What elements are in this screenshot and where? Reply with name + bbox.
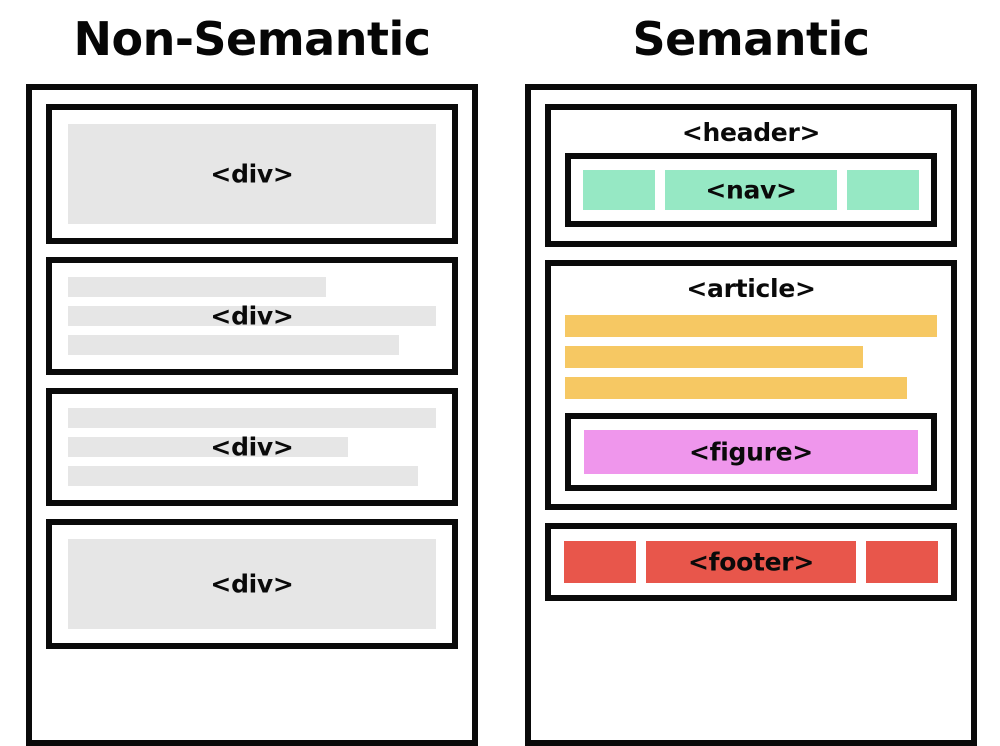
div-block-1: <div> — [46, 104, 458, 244]
article-bar-3 — [565, 377, 908, 399]
div-block-3-bar-1 — [68, 408, 436, 428]
article-bar-2 — [565, 346, 863, 368]
nav-chip-2 — [665, 170, 837, 210]
footer-chip-2 — [646, 541, 856, 583]
non-semantic-title: Non-Semantic — [73, 12, 431, 66]
header-block: <header> <nav> — [545, 104, 957, 247]
div-block-2-bar-1 — [68, 277, 326, 297]
article-tag: <article> — [686, 274, 816, 303]
nav-block: <nav> — [565, 153, 937, 227]
figure-block: <figure> — [565, 413, 937, 491]
div-block-3: <div> — [46, 388, 458, 506]
nav-chip-1 — [583, 170, 655, 210]
nav-chip-3 — [847, 170, 919, 210]
div-block-4: <div> — [46, 519, 458, 649]
div-block-3-bar-3 — [68, 466, 418, 486]
left-frame-spacer — [46, 662, 458, 726]
article-block: <article> <figure> — [545, 260, 957, 510]
footer-chip-3 — [866, 541, 938, 583]
non-semantic-page-frame: <div> <div> <div> <div> — [26, 84, 478, 746]
semantic-column: Semantic <header> <nav> <article> — [525, 0, 977, 746]
div-block-2-bar-2 — [68, 306, 436, 326]
div-block-4-fill — [68, 539, 436, 629]
footer-chip-1 — [564, 541, 636, 583]
semantic-page-frame: <header> <nav> <article> <figure> — [525, 84, 977, 746]
div-block-3-bar-2 — [68, 437, 348, 457]
div-block-2: <div> — [46, 257, 458, 375]
non-semantic-column: Non-Semantic <div> <div> <div> — [26, 0, 478, 746]
article-bar-1 — [565, 315, 937, 337]
div-block-2-bar-3 — [68, 335, 400, 355]
footer-block: <footer> — [545, 523, 957, 601]
figure-fill — [584, 430, 918, 474]
semantic-title: Semantic — [632, 12, 870, 66]
header-tag: <header> — [681, 118, 821, 147]
div-block-1-fill — [68, 124, 436, 224]
